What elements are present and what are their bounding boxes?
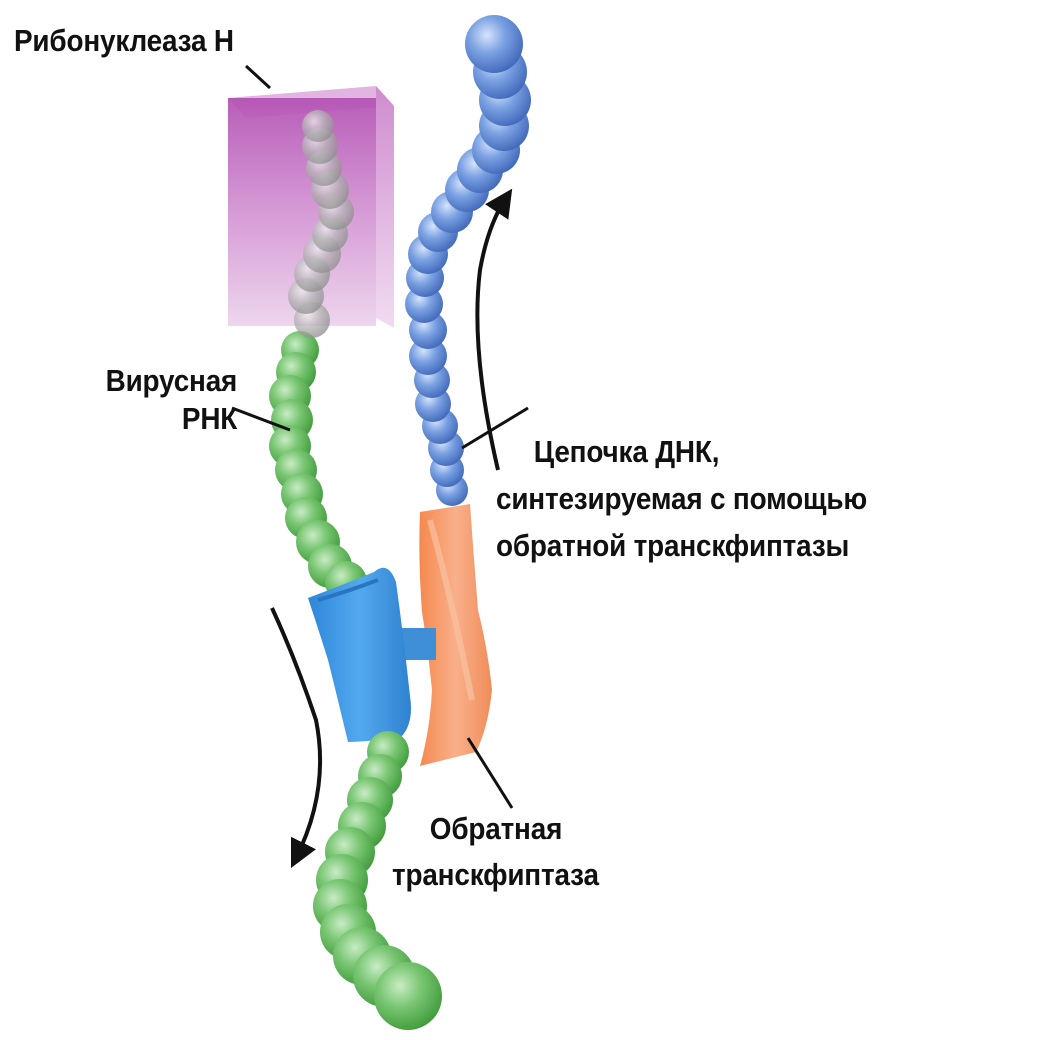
label-dna-strand-line1: Цепочка ДНК, — [496, 428, 867, 475]
degraded-rna-bead — [302, 110, 334, 142]
rnase-h-side-face — [376, 86, 394, 328]
label-reverse-transcriptase: Обратная транскфиптаза — [392, 806, 599, 898]
dna-nucleotide-bead — [465, 15, 523, 73]
label-reverse-transcriptase-line1: Обратная — [392, 806, 599, 852]
label-viral-rna: Вирусная РНК — [105, 362, 237, 438]
rna-nucleotide-bead — [374, 962, 442, 1030]
label-viral-rna-line1: Вирусная — [105, 362, 237, 400]
rnase-h-block — [228, 86, 394, 338]
reverse-transcriptase-leader-line — [468, 738, 512, 808]
rna-movement-direction-arrow — [272, 608, 320, 858]
label-rnase-h-text: Рибонуклеаза Н — [14, 22, 234, 60]
label-dna-strand-line3: обратной транскфиптазы — [496, 522, 867, 569]
label-reverse-transcriptase-line2: транскфиптаза — [392, 852, 599, 898]
rnase-h-leader-line — [246, 66, 270, 88]
reverse-transcriptase-blue-subunit — [308, 568, 411, 742]
viral-rna-upper-strand — [269, 331, 367, 603]
label-dna-strand: Цепочка ДНК, синтезируемая с помощью обр… — [496, 428, 867, 569]
label-rnase-h: Рибонуклеаза Н — [14, 22, 234, 60]
label-viral-rna-line2: РНК — [105, 400, 237, 438]
label-dna-strand-line2: синтезируемая с помощью — [496, 475, 867, 522]
